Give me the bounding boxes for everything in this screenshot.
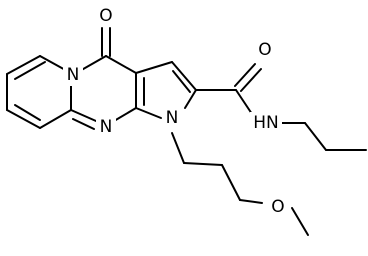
bond: [6, 55, 41, 75]
atom-n-ring: N: [100, 117, 113, 137]
bond: [240, 68, 262, 92]
atom-n-pyrrole: N: [166, 108, 179, 128]
bond: [113, 107, 137, 122]
bond: [135, 107, 162, 119]
bond: [172, 70, 191, 93]
atom-n-bridgehead: N: [67, 65, 80, 85]
bond: [14, 104, 41, 121]
bond: [135, 61, 173, 74]
atom-labels: O N N N O HN O: [63, 5, 288, 218]
bond: [14, 61, 46, 80]
atom-o-amide: O: [258, 40, 271, 60]
bond: [70, 109, 97, 122]
bond: [304, 122, 327, 151]
atom-o-carbonyl: O: [99, 6, 112, 26]
bond: [291, 207, 309, 236]
atom-o-ether: O: [271, 197, 284, 217]
bond: [184, 89, 197, 109]
bond: [105, 55, 137, 74]
bond: [39, 109, 72, 129]
bond: [235, 89, 253, 115]
bond: [183, 162, 223, 166]
bonds: [6, 27, 367, 236]
bond: [171, 132, 185, 164]
bond: [171, 61, 197, 91]
atom-nh-amide: HN: [253, 113, 279, 133]
bond: [221, 164, 241, 201]
bond: [72, 118, 95, 130]
bond: [234, 63, 256, 87]
bond: [239, 199, 263, 204]
bond: [6, 109, 41, 129]
